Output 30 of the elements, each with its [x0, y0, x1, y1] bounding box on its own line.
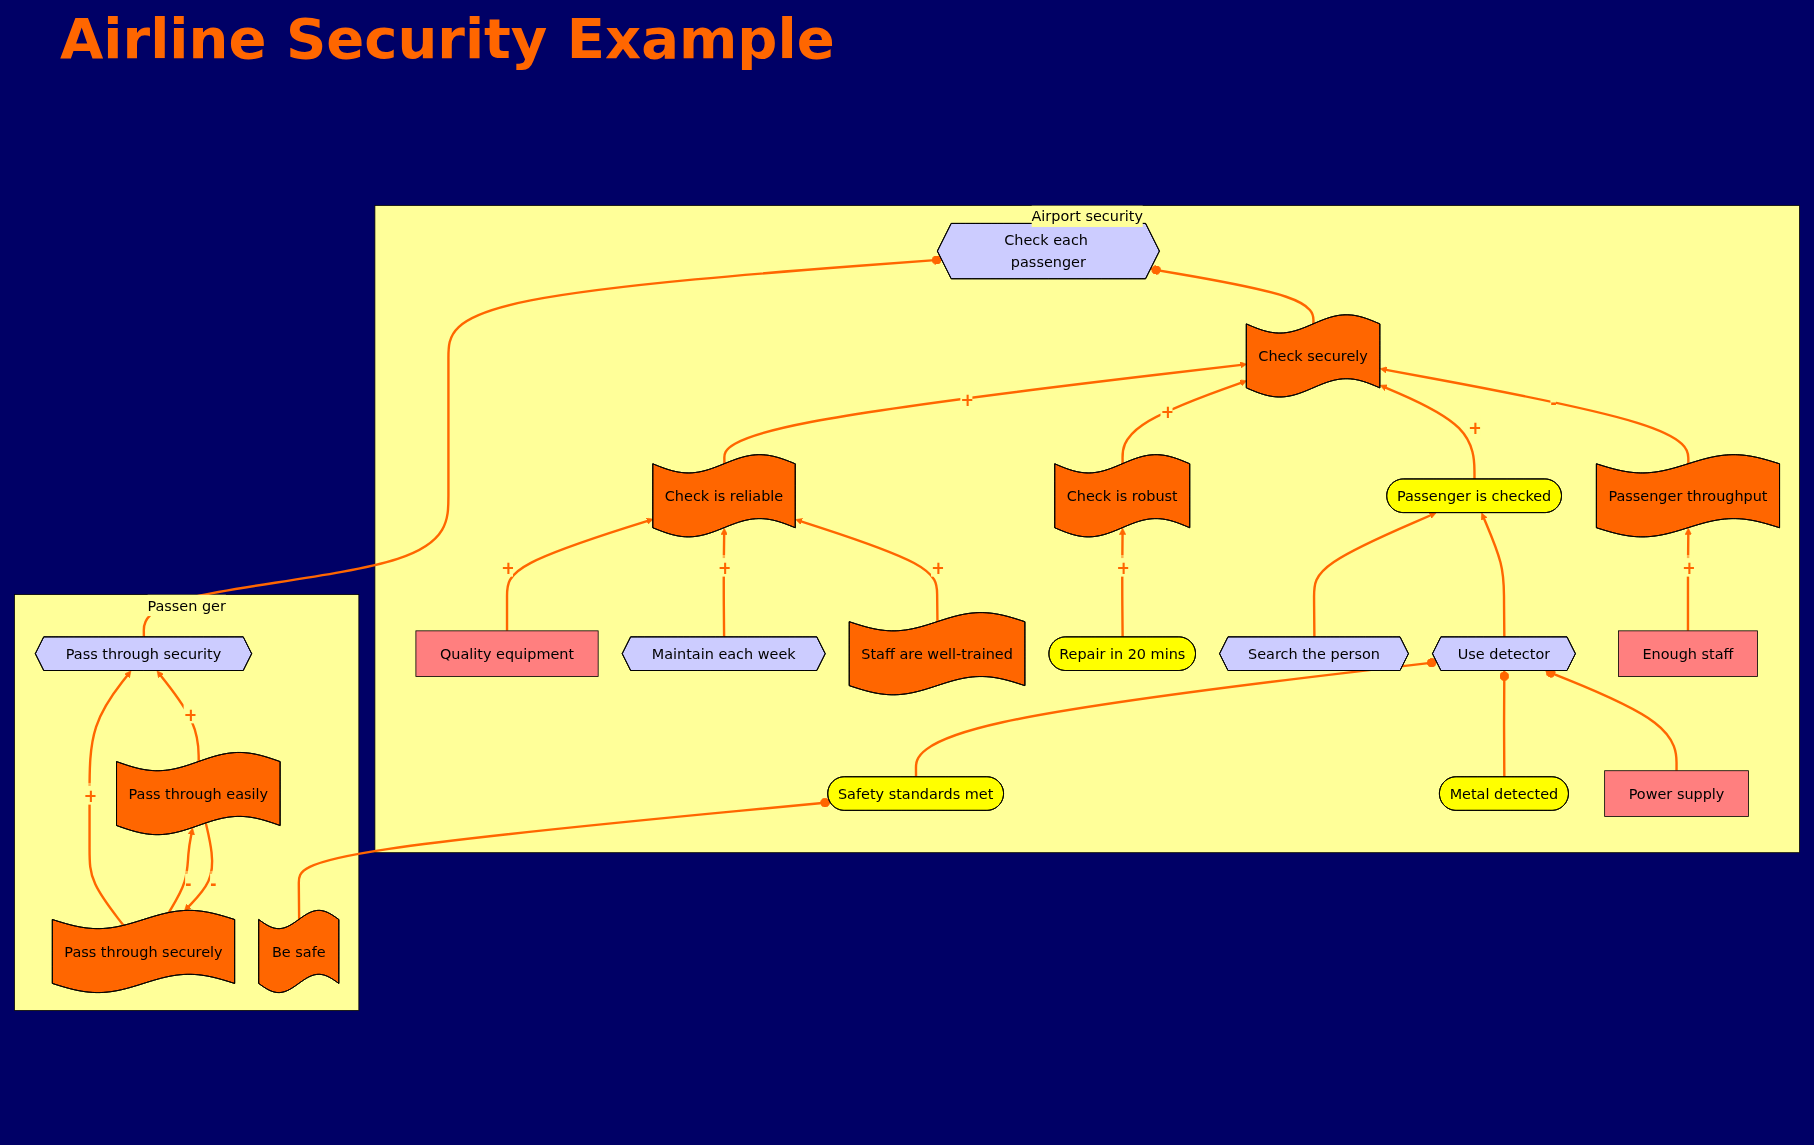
arrow: [1312, 512, 1437, 638]
edge-label: +: [83, 785, 99, 806]
arrow: [1480, 512, 1506, 638]
edge-label: +: [717, 558, 731, 579]
edge-label: +: [1468, 418, 1483, 439]
arrow: [88, 670, 132, 927]
arrow: [720, 527, 728, 638]
arrow: [1121, 379, 1248, 465]
diagram-title: Airline Security Example: [60, 6, 835, 71]
edge-label: +: [1160, 402, 1176, 423]
arrow: [1379, 366, 1690, 465]
edge-label: +: [931, 558, 945, 579]
connector: [1150, 265, 1315, 325]
arrow: [505, 517, 654, 631]
connector: [297, 797, 831, 920]
edge-label: +: [1681, 558, 1695, 579]
arrow: [1379, 384, 1476, 480]
connector: [914, 657, 1438, 778]
connector: [1499, 670, 1510, 778]
arrow: [723, 361, 1248, 465]
edge-label: +: [500, 558, 515, 579]
node-box: Power supply: [1604, 770, 1749, 817]
arrow: [156, 670, 200, 762]
edge-label: +: [183, 704, 199, 725]
node-box: Quality equipment: [415, 630, 599, 677]
edge-label: +: [960, 389, 976, 410]
edge-label: +: [1116, 558, 1130, 579]
node-box: Enough staff: [1618, 630, 1758, 677]
arrow: [167, 827, 195, 914]
arrow: [795, 518, 939, 623]
